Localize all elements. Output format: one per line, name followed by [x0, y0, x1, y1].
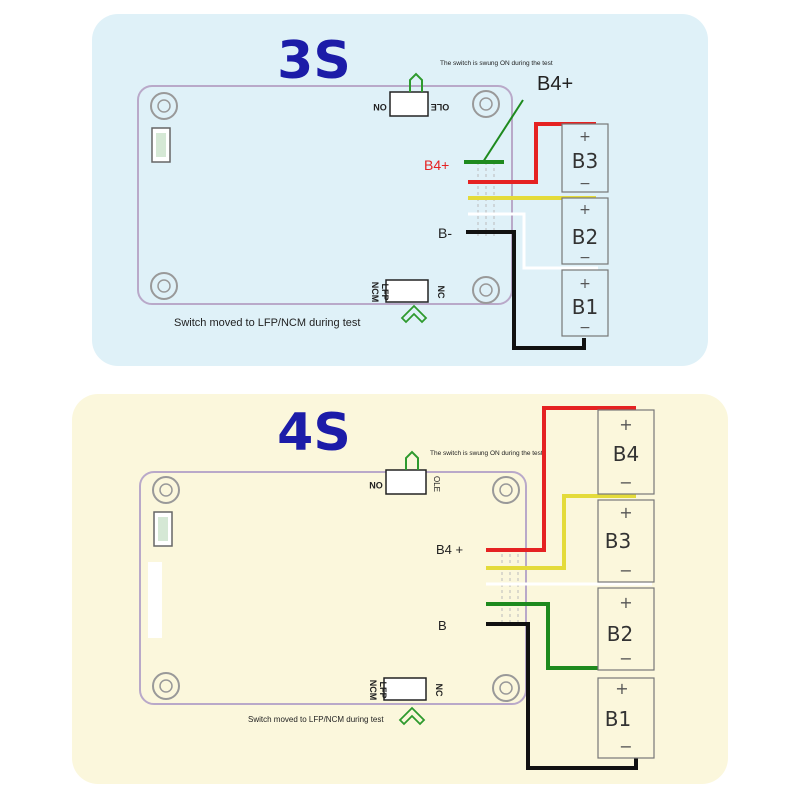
- cell-body: [561, 123, 609, 193]
- cell-plus: +: [619, 593, 632, 612]
- bminus-label: B: [438, 618, 447, 633]
- switch-label-ncm: NCM: [370, 282, 380, 303]
- mounting-hole: [472, 276, 500, 304]
- b4plus-top-label: B4+: [537, 73, 573, 95]
- cell-name: B3: [605, 529, 631, 553]
- mounting-hole: [152, 476, 180, 504]
- switch-label-lfp: LFP: [378, 682, 388, 699]
- cell-b2: + B2 −: [597, 587, 655, 671]
- switch-label-on: ON: [373, 102, 387, 112]
- cell-body: [561, 269, 609, 337]
- cell-b4: + B4 −: [597, 409, 655, 495]
- test-switch-bottom: [385, 279, 429, 303]
- pcb-board-outline: [137, 85, 513, 305]
- cell-b3: + B3 −: [597, 499, 655, 583]
- switch-arrow-icon: [400, 304, 428, 324]
- switch-on-note: The switch is swung ON during the test: [440, 60, 553, 67]
- mounting-hole: [150, 92, 178, 120]
- switch-label-nc: NC: [434, 684, 444, 697]
- mounting-hole: [152, 672, 180, 700]
- mounting-hole: [472, 90, 500, 118]
- panel-4s-background: [72, 394, 728, 784]
- panel-3s: 3S ON OLE The switch is swung ON during …: [92, 14, 708, 366]
- switch-label-ole: OLE: [432, 476, 441, 492]
- cell-b3: + B3 −: [561, 123, 609, 193]
- cell-plus: +: [619, 415, 632, 434]
- wire-white: [468, 212, 598, 270]
- cell-minus: −: [619, 737, 632, 756]
- wire-yellow: [486, 494, 636, 570]
- wire-black: [486, 622, 638, 770]
- pcb-board-outline: [139, 471, 527, 705]
- mounting-hole: [159, 483, 173, 497]
- cell-name: B2: [572, 225, 598, 249]
- switch-lfp-note: Switch moved to LFP/NCM during test: [174, 317, 360, 329]
- cell-minus: −: [579, 320, 591, 336]
- switch-label-nc: NC: [436, 286, 446, 299]
- mounting-hole: [150, 272, 178, 300]
- switch-label-ncm: NCM: [368, 680, 378, 701]
- test-switch-top: [389, 91, 429, 117]
- mounting-hole: [499, 681, 513, 695]
- board-label-strip: [148, 562, 162, 638]
- cell-plus: +: [579, 276, 591, 292]
- cell-body: [597, 587, 655, 671]
- cell-plus: +: [579, 129, 591, 145]
- cell-body: [597, 409, 655, 495]
- b4plus-side-label: B4 +: [436, 542, 463, 557]
- test-switch-bottom: [383, 677, 427, 701]
- bminus-label: B-: [438, 225, 452, 241]
- cell-body: [597, 677, 655, 759]
- b4plus-pointer: [482, 99, 524, 163]
- cell-name: B4: [613, 442, 639, 466]
- wire-red: [486, 406, 636, 552]
- cell-plus: +: [579, 202, 591, 218]
- b4plus-side-label: B4+: [424, 157, 449, 173]
- mounting-hole: [157, 99, 171, 113]
- cell-minus: −: [619, 561, 632, 580]
- cell-plus: +: [619, 503, 632, 522]
- mounting-hole: [159, 679, 173, 693]
- cell-name: B3: [572, 149, 598, 173]
- switch-arrow-icon: [398, 706, 426, 726]
- cell-b1: + B1 −: [597, 677, 655, 759]
- switch-label-on: ON: [369, 480, 383, 490]
- panel-4s: 4S ON OLE The switch is swung ON during …: [72, 394, 728, 784]
- cell-body: [597, 499, 655, 583]
- switch-lfp-note: Switch moved to LFP/NCM during test: [248, 715, 384, 724]
- switch-arrow-icon: [405, 450, 419, 470]
- mounting-hole: [157, 279, 171, 293]
- panel-3s-title: 3S: [277, 31, 351, 91]
- mounting-hole: [499, 483, 513, 497]
- board-logo-mark: [158, 517, 168, 541]
- cell-minus: −: [579, 250, 591, 266]
- mounting-hole: [492, 674, 520, 702]
- cell-b2: + B2 −: [561, 197, 609, 266]
- mounting-hole: [492, 476, 520, 504]
- cell-name: B2: [607, 622, 633, 646]
- mounting-hole: [479, 97, 493, 111]
- cell-b1: + B1 −: [561, 269, 609, 337]
- cell-minus: −: [579, 176, 591, 192]
- switch-arrow-icon: [409, 72, 423, 92]
- panel-3s-background: [92, 14, 708, 366]
- cell-minus: −: [619, 649, 632, 668]
- switch-on-note: The switch is swung ON during the test: [430, 450, 543, 457]
- cell-body: [561, 197, 609, 265]
- cell-name: B1: [605, 707, 631, 731]
- board-logo-mark: [156, 133, 166, 157]
- cell-name: B1: [572, 295, 598, 319]
- cell-plus: +: [615, 679, 628, 698]
- mounting-hole: [479, 283, 493, 297]
- switch-label-ole: OLE: [431, 102, 450, 112]
- wire-black: [466, 230, 586, 350]
- cell-minus: −: [619, 473, 632, 492]
- test-switch-top: [385, 469, 427, 495]
- switch-label-lfp: LFP: [380, 284, 390, 301]
- wire-green: [486, 602, 638, 670]
- panel-4s-title: 4S: [277, 403, 351, 463]
